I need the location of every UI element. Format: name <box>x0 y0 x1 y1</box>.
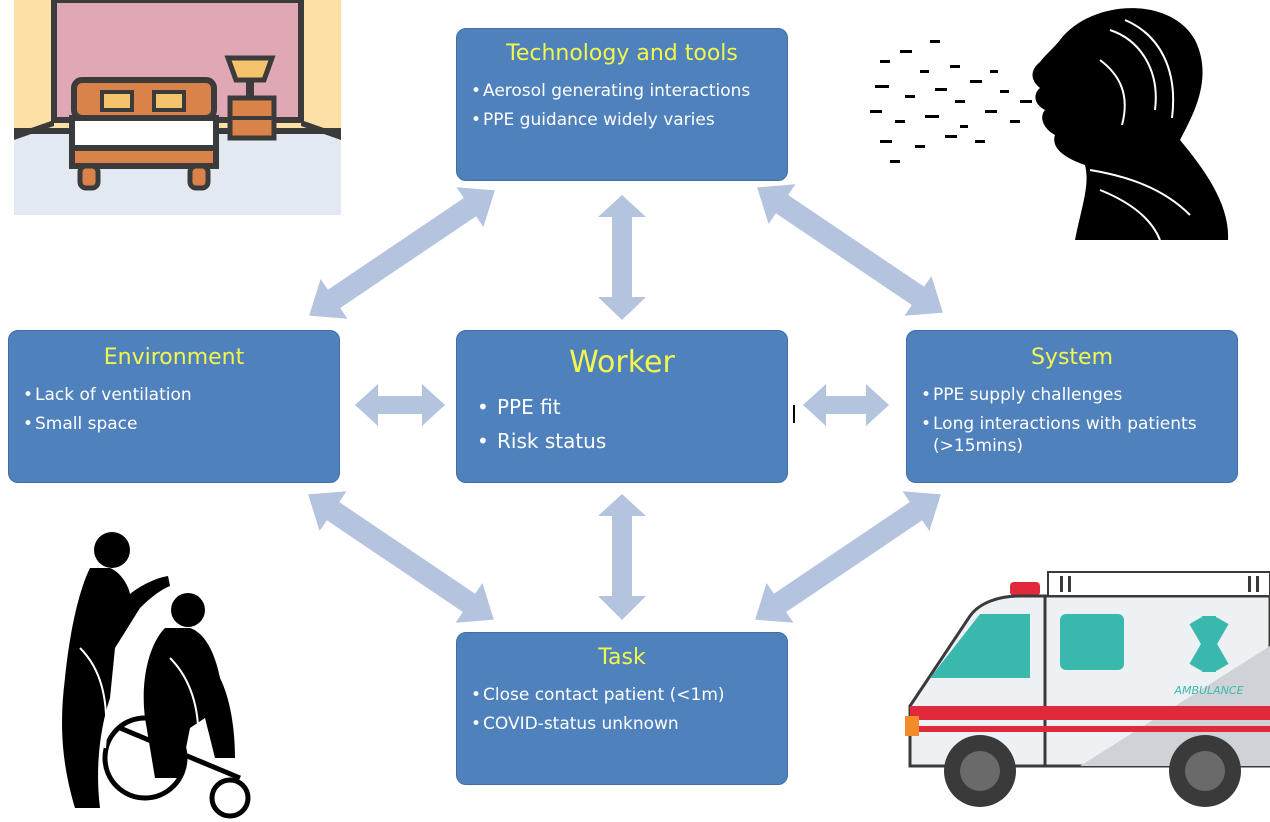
list-item: Aerosol generating interactions <box>471 80 777 102</box>
bedroom-icon <box>14 0 341 215</box>
system-list: PPE supply challenges Long interactions … <box>907 384 1237 457</box>
task-title: Task <box>598 645 646 670</box>
system-box: System PPE supply challenges Long intera… <box>906 330 1238 483</box>
arrow-tech-worker <box>598 195 646 320</box>
worker-box: Worker PPE fit Risk status <box>456 330 788 483</box>
sneeze-droplets <box>870 40 1032 163</box>
list-item: Long interactions with patients (>15mins… <box>921 413 1227 457</box>
sneezing-person-icon <box>870 8 1229 241</box>
list-item: Risk status <box>477 428 777 454</box>
arrow-worker-system <box>803 384 889 426</box>
arrow-env-worker <box>355 384 445 426</box>
text-cursor-icon <box>793 405 795 423</box>
list-item: COVID-status unknown <box>471 713 777 735</box>
environment-list: Lack of ventilation Small space <box>9 384 339 435</box>
arrow-group <box>308 184 943 623</box>
list-item: Close contact patient (<1m) <box>471 684 777 706</box>
arrow-worker-task <box>598 494 646 620</box>
environment-box: Environment Lack of ventilation Small sp… <box>8 330 340 483</box>
caregiver-wheelchair-icon <box>62 532 251 819</box>
worker-title: Worker <box>569 345 675 380</box>
technology-tools-box: Technology and tools Aerosol generating … <box>456 28 788 181</box>
arrow-tech-env <box>309 187 495 319</box>
environment-title: Environment <box>103 345 245 370</box>
ambulance-icon: AMBULANCE <box>905 571 1270 807</box>
task-box: Task Close contact patient (<1m) COVID-s… <box>456 632 788 785</box>
task-list: Close contact patient (<1m) COVID-status… <box>457 684 787 735</box>
star-of-life-icon <box>1189 616 1229 672</box>
list-item: Small space <box>23 413 329 435</box>
arrow-system-task <box>755 491 941 623</box>
technology-tools-title: Technology and tools <box>506 41 738 66</box>
worker-list: PPE fit Risk status <box>457 394 787 454</box>
list-item: PPE supply challenges <box>921 384 1227 406</box>
arrow-tech-system <box>757 184 943 316</box>
list-item: PPE guidance widely varies <box>471 109 777 131</box>
ambulance-label: AMBULANCE <box>1173 684 1243 697</box>
list-item: PPE fit <box>477 394 777 420</box>
arrow-env-task <box>308 491 494 623</box>
technology-tools-list: Aerosol generating interactions PPE guid… <box>457 80 787 131</box>
list-item: Lack of ventilation <box>23 384 329 406</box>
system-title: System <box>1030 345 1114 370</box>
